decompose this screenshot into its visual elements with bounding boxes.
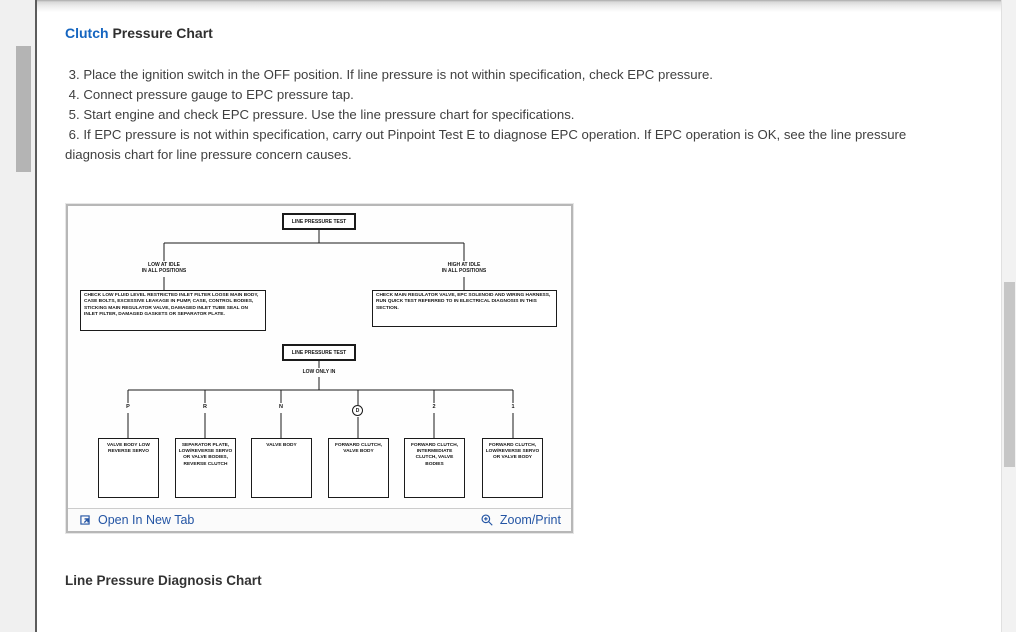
section-heading: Line Pressure Diagnosis Chart: [65, 573, 262, 588]
flowchart-cause-box-2: FORWARD CLUTCH, INTERMEDIATE CLUTCH, VAL…: [404, 438, 465, 498]
zoom-print-label: Zoom/Print: [499, 513, 561, 527]
top-scroll-shadow: [37, 0, 1001, 12]
flowchart-connector-lines: [127, 230, 514, 438]
flowchart-position-1: 1: [511, 404, 515, 410]
open-in-new-tab-label: Open In New Tab: [98, 513, 195, 527]
panel-divider: [35, 0, 37, 632]
flowchart-cause-box-1: FORWARD CLUTCH, LOW/REVERSE SERVO OR VAL…: [482, 438, 543, 498]
flowchart-cause-box-p: VALVE BODY LOW REVERSE SERVO: [98, 438, 159, 498]
step-6: 6. If EPC pressure is not within specifi…: [65, 127, 910, 162]
flowchart-high-at-idle-label: HIGH AT IDLE IN ALL POSITIONS: [441, 262, 487, 275]
flowchart-image[interactable]: LINE PRESSURE TEST LOW AT IDLE IN ALL PO…: [68, 206, 571, 508]
step-3: 3. Place the ignition switch in the OFF …: [65, 67, 713, 82]
procedure-steps: 3. Place the ignition switch in the OFF …: [65, 65, 965, 165]
page-title: Clutch Pressure Chart: [65, 25, 213, 41]
flowchart-low-only-in-label: LOW ONLY IN: [302, 369, 336, 375]
flowchart-position-p: P: [126, 404, 130, 410]
figure-panel: LINE PRESSURE TEST LOW AT IDLE IN ALL PO…: [66, 204, 573, 533]
flowchart-low-at-idle-label: LOW AT IDLE IN ALL POSITIONS: [141, 262, 187, 275]
zoom-icon: [481, 514, 493, 526]
flowchart-position-r: R: [203, 404, 207, 410]
flowchart-position-2: 2: [432, 404, 436, 410]
open-in-new-tab-link[interactable]: Open In New Tab: [78, 513, 194, 527]
right-scrollbar-thumb[interactable]: [1004, 282, 1015, 467]
left-scrollbar-thumb[interactable]: [16, 46, 31, 172]
left-scrollbar-track[interactable]: [0, 0, 35, 632]
page-title-rest: Pressure Chart: [112, 25, 213, 41]
flowchart-cause-box-r: SEPARATOR PLATE, LOW/REVERSE SERVO OR VA…: [175, 438, 236, 498]
flowchart-position-n: N: [279, 404, 283, 410]
right-scrollbar-track[interactable]: [1001, 0, 1016, 632]
flowchart-second-test-box: LINE PRESSURE TEST: [282, 344, 356, 361]
zoom-print-link[interactable]: Zoom/Print: [480, 513, 561, 527]
flowchart-low-action-box: CHECK LOW FLUID LEVEL RESTRICTED INLET F…: [80, 290, 266, 331]
step-4: 4. Connect pressure gauge to EPC pressur…: [65, 87, 354, 102]
open-in-new-tab-icon: [80, 515, 90, 525]
content-panel: Clutch Pressure Chart 3. Place the ignit…: [37, 0, 1001, 632]
flowchart-high-action-box: CHECK MAIN REGULATOR VALVE, EPC SOLENOID…: [372, 290, 557, 327]
flowchart-root-box: LINE PRESSURE TEST: [282, 213, 356, 230]
flowchart-cause-box-n: VALVE BODY: [251, 438, 312, 498]
step-5: 5. Start engine and check EPC pressure. …: [65, 107, 575, 122]
flowchart-cause-box-d: FORWARD CLUTCH, VALVE BODY: [328, 438, 389, 498]
flowchart-position-d: D: [352, 405, 363, 416]
figure-toolbar: Open In New Tab Zoom/Print: [68, 508, 571, 531]
clutch-link[interactable]: Clutch: [65, 25, 109, 41]
